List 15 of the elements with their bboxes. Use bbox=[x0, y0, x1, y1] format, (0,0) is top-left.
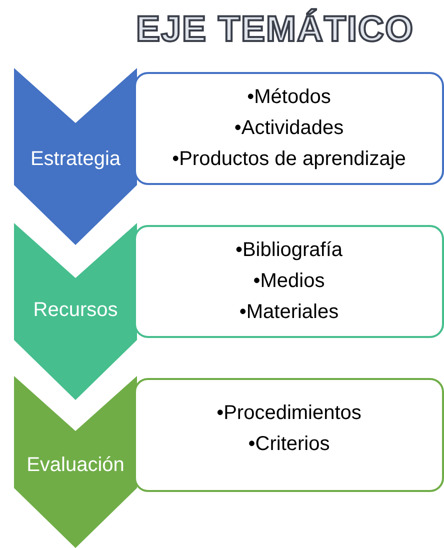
bullet-item: •Criterios bbox=[248, 432, 330, 457]
content-panel bbox=[134, 225, 444, 338]
bullet-item: •Bibliografía bbox=[235, 238, 343, 263]
bullet-item: •Métodos bbox=[247, 85, 331, 110]
stage-label: Evaluación bbox=[26, 454, 126, 477]
content-panel bbox=[134, 72, 444, 185]
bullet-item: •Medios bbox=[253, 269, 325, 294]
stage-label: Estrategia bbox=[29, 148, 122, 171]
bullet-item: •Materiales bbox=[239, 300, 339, 325]
stage-label: Recursos bbox=[32, 299, 119, 322]
bullet-item: •Procedimientos bbox=[216, 401, 362, 426]
bullet-item: •Productos de aprendizaje bbox=[172, 147, 406, 172]
bullet-item: •Actividades bbox=[234, 116, 344, 141]
content-panel bbox=[134, 378, 444, 492]
title: EJE TEMÁTICO bbox=[134, 8, 416, 50]
